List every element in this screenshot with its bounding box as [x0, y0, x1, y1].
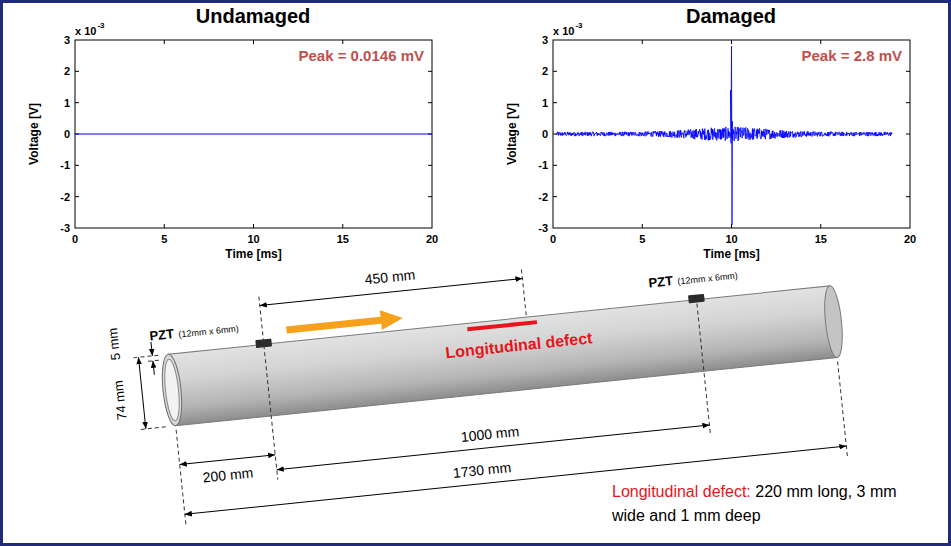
tick-label: -1	[60, 159, 70, 172]
tick-mark	[906, 196, 910, 197]
dimension-label: 5 mm	[106, 327, 124, 361]
tick-label: 15	[337, 233, 349, 246]
plot-axes	[553, 40, 910, 228]
axis-exponent: -3	[97, 21, 104, 30]
axis-label: Voltage [V]	[506, 103, 520, 165]
tick-label: 20	[426, 233, 438, 246]
tick-mark	[75, 165, 79, 166]
tick-mark	[253, 40, 254, 44]
tick-mark	[642, 224, 643, 228]
pipe-end	[159, 353, 184, 426]
pipe-end	[822, 285, 845, 358]
tick-label: -1	[538, 159, 548, 172]
tick-mark	[553, 71, 557, 72]
tick-mark	[164, 40, 165, 44]
tick-label: 1	[542, 96, 548, 109]
tick-label: 2	[64, 65, 70, 78]
tick-mark	[75, 71, 79, 72]
tick-label: -2	[538, 190, 548, 203]
tick-mark	[553, 165, 557, 166]
tick-label: -2	[60, 190, 70, 203]
wave-arrow	[380, 308, 404, 330]
tick-label: 1	[64, 96, 70, 109]
tick-mark	[553, 102, 557, 103]
peak-value: Peak = 0.0146 mV	[298, 47, 424, 64]
axis-exponent: x 10	[553, 25, 574, 38]
tick-mark	[253, 224, 254, 228]
wave-arrow	[286, 320, 382, 330]
tick-mark	[428, 102, 432, 103]
axis-label: Time [ms]	[703, 248, 759, 262]
axis-label: Voltage [V]	[28, 103, 42, 165]
tick-mark	[906, 102, 910, 103]
tick-mark	[731, 40, 732, 44]
tick-label: -3	[538, 222, 548, 235]
tick-label: 5	[161, 233, 167, 246]
tick-label: 0	[550, 233, 556, 246]
tick-label: 0	[72, 233, 78, 246]
tick-label: 20	[904, 233, 916, 246]
defect-note: Longitudinal defect: 220 mm long, 3 mm w…	[612, 480, 897, 528]
axis-exponent: -3	[575, 21, 582, 30]
tick-label: 0	[542, 128, 548, 141]
tick-mark	[642, 40, 643, 44]
signal-trace	[75, 133, 432, 134]
tick-label: 5	[639, 233, 645, 246]
tick-label: 3	[64, 34, 70, 47]
tick-label: 0	[64, 128, 70, 141]
tick-label: 15	[815, 233, 827, 246]
pipe-bore	[162, 358, 181, 421]
tick-label: 3	[542, 34, 548, 47]
tick-mark	[906, 134, 910, 135]
sensor-label-text: PZT	[648, 273, 674, 290]
tick-mark	[428, 71, 432, 72]
tick-mark	[820, 40, 821, 44]
tick-mark	[428, 165, 432, 166]
plot-axes	[75, 40, 432, 228]
signal-trace	[557, 46, 893, 225]
dimension-line	[134, 247, 846, 517]
tick-mark	[342, 40, 343, 44]
tick-label: 10	[725, 233, 737, 246]
tick-mark	[553, 196, 557, 197]
tick-mark	[906, 71, 910, 72]
pzt-sensor	[688, 294, 705, 304]
plot-title: Undamaged	[196, 5, 310, 28]
extension-line	[126, 238, 848, 528]
tick-label: 10	[247, 233, 259, 246]
tick-mark	[342, 224, 343, 228]
peak-value: Peak = 2.8 mV	[802, 47, 903, 64]
tick-label: 2	[542, 65, 548, 78]
pipe-body	[168, 286, 837, 426]
tick-mark	[75, 196, 79, 197]
tick-mark	[428, 196, 432, 197]
plot-title: Damaged	[686, 5, 776, 28]
tick-mark	[906, 165, 910, 166]
tick-mark	[820, 224, 821, 228]
axis-label: Time [ms]	[225, 248, 281, 262]
tick-mark	[75, 102, 79, 103]
axis-exponent: x 10	[75, 25, 96, 38]
tick-mark	[164, 224, 165, 228]
defect-mark	[467, 322, 537, 329]
tick-label: -3	[60, 222, 70, 235]
defect-note-text: Longitudinal defect:	[612, 483, 751, 500]
sensor-label-text: PZT	[149, 327, 175, 344]
